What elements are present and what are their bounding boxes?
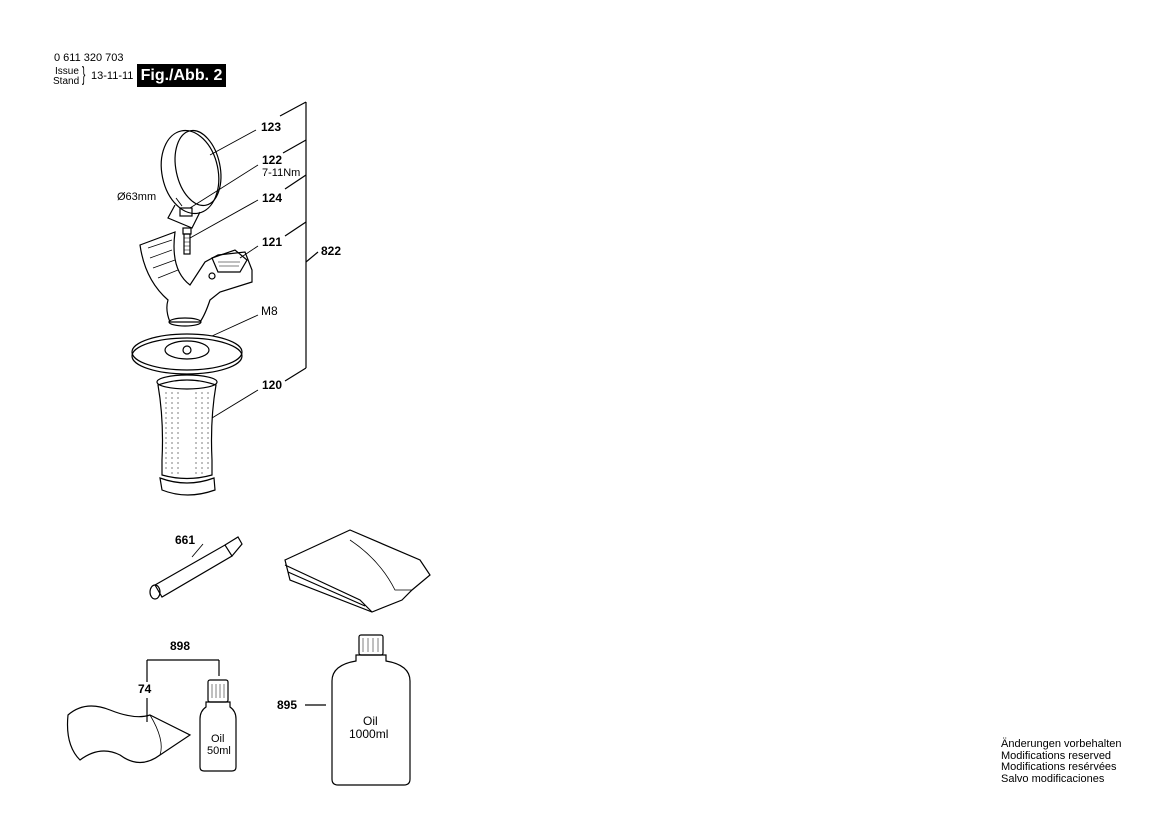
- callout-124: 124: [262, 191, 283, 205]
- oil-bottle-small: [199, 679, 237, 772]
- notice-de: Änderungen vorbehalten: [1001, 738, 1122, 750]
- cleaning-cloth: [284, 529, 431, 613]
- screw: [179, 207, 193, 255]
- callout-122: 122: [262, 153, 283, 167]
- handle-grip: [156, 374, 218, 496]
- grease-tube: [149, 536, 243, 600]
- callout-895: 895: [277, 698, 298, 712]
- callout-74: 74: [138, 682, 152, 696]
- small-bottle-label-1: Oil: [211, 733, 225, 745]
- kit-bracket: [146, 659, 220, 722]
- torque-label: 7-11Nm: [262, 167, 301, 179]
- clamp-ring: [160, 129, 222, 229]
- leader-lines: [175, 129, 259, 419]
- plastic-bag: [66, 705, 192, 764]
- notice-fr: Modifications resérvées: [1001, 761, 1117, 773]
- callout-121: 121: [262, 235, 283, 249]
- notice-en: Modifications reserved: [1001, 749, 1112, 762]
- thread-label: M8: [261, 304, 278, 318]
- modifications-notice: Änderungen vorbehalten Modifications res…: [1001, 738, 1122, 785]
- diameter-label: Ø63mm: [117, 191, 157, 203]
- callout-822: 822: [321, 244, 342, 258]
- notice-es: Salvo modificaciones: [1001, 772, 1105, 785]
- callout-661: 661: [175, 533, 196, 547]
- small-bottle-label-2: 50ml: [207, 745, 231, 757]
- large-bottle-label-2: 1000ml: [349, 727, 389, 741]
- assembly-bracket: [279, 101, 319, 382]
- stand-label: Stand: [53, 76, 80, 87]
- callout-123: 123: [261, 120, 282, 134]
- callout-120: 120: [262, 378, 283, 392]
- issue-label: Issue: [55, 66, 79, 77]
- oil-bottle-large: [305, 634, 411, 786]
- issue-date: 13-11-11: [91, 70, 134, 82]
- part-number: 0 611 320 703: [54, 52, 124, 64]
- handle-disk: [131, 333, 243, 375]
- callout-898: 898: [170, 639, 191, 653]
- large-bottle-label-1: Oil: [363, 714, 378, 728]
- brace: }: [82, 64, 86, 86]
- figure-label: Fig./Abb. 2: [137, 64, 226, 87]
- clamp-body: [139, 231, 253, 327]
